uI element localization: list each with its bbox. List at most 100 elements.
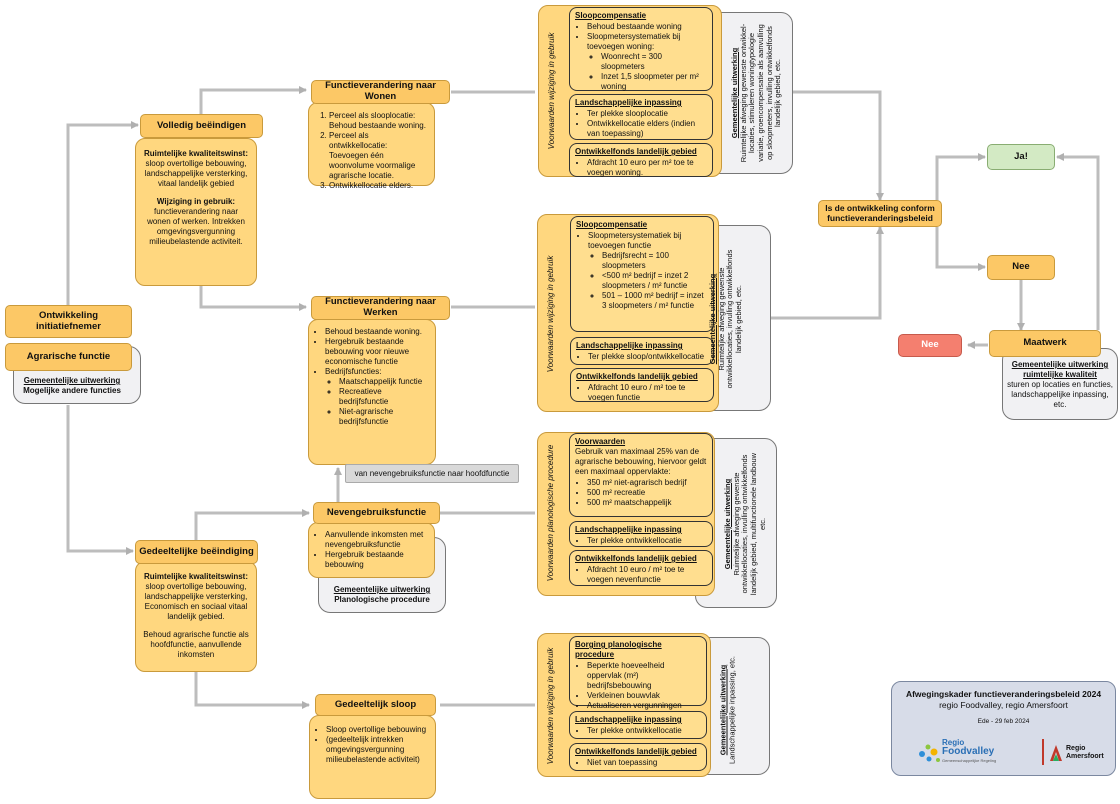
neven-land-title: Landschappelijke inpassing: [575, 525, 682, 534]
sloop-fonds-box: Ontwikkelfonds landelijk gebied Niet van…: [569, 743, 707, 771]
werken-land-item: Ter plekke sloop/ontwikkellocatie: [588, 352, 708, 362]
foodvalley-logo-sub: Gemeenschappelijke Regeling: [942, 758, 997, 763]
decision-yes-text: Ja!: [1014, 150, 1028, 162]
partial-end-header: Gedeeltelijke beëindiging: [135, 540, 258, 564]
wonen-item: Perceel als ontwikkellocatie: Toevoegen …: [329, 131, 428, 181]
start-note-title: Gemeentelijke uitwerking: [23, 376, 121, 385]
neven-item: Hergebruik bestaande bebouwing: [325, 550, 428, 570]
wonen-land-item: Ter plekke slooplocatie: [587, 109, 707, 119]
start-subtitle: Agrarische functie: [26, 350, 111, 362]
wonen-sloop-item: Behoud bestaande woning: [587, 22, 707, 32]
werken-sloop-title: Sloopcompensatie: [576, 220, 648, 229]
maatwerk-note: Gemeentelijke uitwerking ruimtelijke kwa…: [1005, 360, 1115, 410]
neven-fonds-title: Ontwikkelfonds landelijk gebied: [575, 554, 697, 563]
sloop-fonds-title: Ontwikkelfonds landelijk gebied: [575, 747, 697, 756]
foodvalley-logo-main: Regio: [942, 738, 965, 747]
werken-cond-side-label: Voorwaarden wijziging in gebruik: [546, 255, 555, 373]
wonen-cond-side-label: Voorwaarden wijziging in gebruik: [547, 32, 556, 150]
wonen-sloop-title: Sloopcompensatie: [575, 11, 647, 20]
werken-sub: Recreatieve bedrijfsfunctie: [339, 387, 429, 407]
start-header: Ontwikkeling initiatiefnemer: [5, 305, 132, 338]
maatwerk-text: Maatwerk: [1023, 337, 1067, 349]
werken-sloop-sub: Bedrijfsrecht = 100 sloopmeters: [602, 251, 708, 271]
full-end-header: Volledig beëindigen: [140, 114, 263, 138]
neven-note-text: Planologische procedure: [334, 595, 430, 604]
amersfoort-logo-text: Regio Amersfoort: [1066, 745, 1104, 760]
amersfoort-logo-line1: Regio: [1066, 745, 1086, 752]
neven-arrow-text: van nevengebruiksfunctie naar hoofdfunct…: [354, 469, 510, 478]
wonen-land-item: Ontwikkellocatie elders (indien van toep…: [587, 119, 707, 139]
logo-divider: [1042, 739, 1044, 765]
sloop-gem-text: Landschappelijke inpassing, etc.: [727, 656, 737, 764]
partial-end-block1-title: Ruimtelijke kwaliteitswinst:: [143, 572, 249, 581]
partial-end-block2-text: Behoud agrarische functie als hoofdfunct…: [143, 630, 249, 659]
werken-sloop-sub: 501 – 1000 m² bedrijf = inzet 3 sloopmet…: [602, 291, 708, 311]
sloop-borg-item: Verkleinen bouwvlak: [587, 691, 701, 701]
agrarische-functie-box: Agrarische functie: [5, 343, 132, 371]
neven-header: Nevengebruiksfunctie: [313, 502, 440, 524]
maatwerk-note-text: sturen op locaties en functies, landscha…: [1007, 380, 1113, 409]
werken-land-title: Landschappelijke inpassing: [576, 341, 683, 350]
full-end-block2-title: Wijziging in gebruik:: [156, 197, 236, 206]
werken-sub: Niet-agrarische bedrijfsfunctie: [339, 407, 429, 427]
neven-note-title: Gemeentelijke uitwerking: [333, 585, 431, 594]
neven-voor-title: Voorwaarden: [575, 437, 626, 446]
start-title: Ontwikkeling initiatiefnemer: [36, 309, 101, 332]
wonen-land-title: Landschappelijke inpassing: [575, 98, 682, 107]
sloop-land-item: Ter plekke ontwikkellocatie: [587, 726, 701, 736]
werken-gem-text: Ruimtelijke afweging gewenste ontwikkell…: [716, 249, 743, 389]
werken-sloop-box: Sloopcompensatie Sloopmetersystematiek b…: [570, 216, 714, 332]
decision-no: Nee: [987, 255, 1055, 280]
werken-sloop-sub: <500 m² bedrijf = inzet 2 sloopmeters / …: [602, 271, 708, 291]
neven-note: Gemeentelijke uitwerking Planologische p…: [320, 585, 444, 605]
info-card: Afwegingskader functieveranderingsbeleid…: [891, 681, 1116, 776]
start-note: Gemeentelijke uitwerking Mogelijke ander…: [13, 376, 131, 396]
werken-item: Hergebruik bestaande bebouwing voor nieu…: [325, 337, 429, 367]
partial-end-panel: Ruimtelijke kwaliteitswinst: sloop overt…: [135, 561, 257, 672]
werken-item: Behoud bestaande woning.: [325, 327, 429, 337]
sloop-borg-item: Beperkte hoeveelheid oppervlak (m²) bedr…: [587, 661, 701, 691]
info-subtitle: regio Foodvalley, regio Amersfoort: [939, 700, 1068, 710]
neven-cond-side-label: Voorwaarden planologische procedure: [546, 444, 555, 582]
full-end-block1-text: sloop overtollige bebouwing, landschappe…: [144, 159, 248, 188]
werken-sloop-item: Sloopmetersystematiek bij toevoegen func…: [588, 231, 708, 251]
neven-land-item: Ter plekke ontwikkellocatie: [587, 536, 707, 546]
werken-sub: Maatschappelijk functie: [339, 377, 429, 387]
neven-voor-item: 350 m² niet-agrarisch bedrijf: [587, 478, 707, 488]
amersfoort-logo-icon: [1050, 745, 1062, 761]
sloop-fonds-item: Niet van toepassing: [587, 758, 701, 768]
wonen-fonds-box: Ontwikkelfonds landelijk gebied Afdracht…: [569, 143, 713, 177]
wonen-fonds-title: Ontwikkelfonds landelijk gebied: [575, 147, 697, 156]
werken-fonds-box: Ontwikkelfonds landelijk gebied Afdracht…: [570, 368, 714, 402]
werken-fonds-title: Ontwikkelfonds landelijk gebied: [576, 372, 698, 381]
foodvalley-dots-icon: [919, 744, 940, 762]
decision-no-final: Nee: [898, 334, 962, 357]
partial-sloop-item: Sloop overtollige bebouwing: [326, 725, 429, 735]
partial-sloop-item: (gedeeltelijk intrekken omgevingsvergunn…: [326, 735, 429, 765]
decision-question-text: Is de ontwikkeling conform functieverand…: [825, 202, 935, 223]
sloop-gem-note: Gemeentelijke uitwerking Landschappelijk…: [719, 648, 742, 773]
wonen-item: Ontwikkellocatie elders.: [329, 181, 428, 191]
wonen-sloop-box: Sloopcompensatie Behoud bestaande woning…: [569, 7, 713, 91]
neven-land-box: Landschappelijke inpassing Ter plekke on…: [569, 521, 713, 547]
partial-sloop-title: Gedeeltelijk sloop: [334, 698, 417, 710]
amersfoort-logo-line2: Amersfoort: [1066, 752, 1104, 760]
full-end-title: Volledig beëindigen: [156, 119, 247, 131]
sloop-borg-item: Actualiseren vergunningen: [587, 701, 701, 711]
foodvalley-logo-brand: Foodvalley: [942, 746, 995, 757]
partial-sloop-header: Gedeeltelijk sloop: [315, 694, 436, 716]
decision-yes: Ja!: [987, 144, 1055, 170]
neven-fonds-item: Afdracht 10 euro / m² toe te voegen neve…: [587, 565, 707, 585]
sloop-borg-box: Borging planologische procedure Beperkte…: [569, 636, 707, 710]
sloop-land-box: Landschappelijke inpassing Ter plekke on…: [569, 711, 707, 739]
neven-voor-item: 500 m² recreatie: [587, 488, 707, 498]
maatwerk-note-title: Gemeentelijke uitwerking ruimtelijke kwa…: [1011, 360, 1109, 379]
wonen-gem-note: Gemeentelijke uitwerking Ruimtelijke afw…: [730, 23, 782, 163]
werken-header: Functieverandering naar Werken: [311, 296, 450, 320]
partial-sloop-panel: Sloop overtollige bebouwing (gedeeltelij…: [309, 715, 436, 799]
wonen-title: Functieverandering naar Wonen: [325, 80, 436, 102]
info-date: Ede - 29 feb 2024: [977, 718, 1030, 725]
maatwerk-box: Maatwerk: [989, 330, 1101, 357]
sloop-cond-side-label: Voorwaarden wijziging in gebruik: [546, 647, 555, 765]
